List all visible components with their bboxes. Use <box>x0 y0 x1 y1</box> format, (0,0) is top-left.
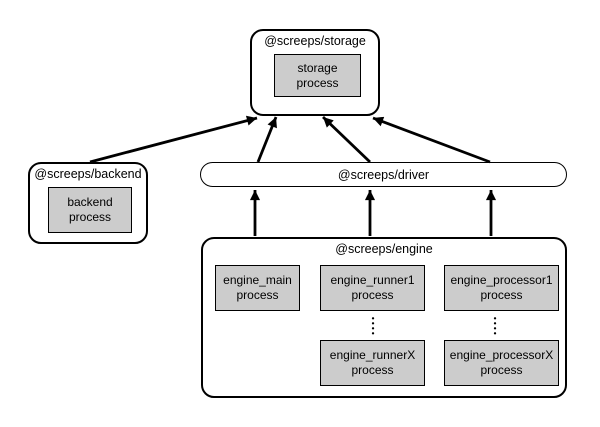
process-box-engine-runnerX: engine_runnerX process <box>320 340 425 386</box>
node-title-storage: @screeps/storage <box>264 34 366 48</box>
arrow-driver-middle-to-storage <box>322 115 371 164</box>
process-box-engine-processorX: engine_processorX process <box>444 340 559 386</box>
node-screeps-storage: @screeps/storage storage process <box>250 29 380 116</box>
process-box-storage: storage process <box>274 54 361 97</box>
node-screeps-engine: @screeps/engine engine_main process engi… <box>201 237 567 398</box>
node-title-engine: @screeps/engine <box>335 242 433 256</box>
process-box-backend: backend process <box>48 187 132 233</box>
process-box-engine-runner1: engine_runner1 process <box>320 265 425 311</box>
arrow-driver-left-to-storage <box>256 116 278 163</box>
node-title-backend: @screeps/backend <box>34 167 142 181</box>
node-screeps-driver: @screeps/driver <box>200 162 567 187</box>
arrow-backend-to-storage <box>89 115 258 164</box>
process-box-engine-processor1: engine_processor1 process <box>444 265 559 311</box>
node-screeps-backend: @screeps/backend backend process <box>28 162 148 244</box>
vertical-ellipsis-processor: • • • • <box>493 314 497 338</box>
node-title-driver: @screeps/driver <box>337 167 430 182</box>
vertical-ellipsis-runner: • • • • <box>371 314 375 338</box>
arrow-driver-right-to-storage <box>372 116 491 164</box>
process-box-engine-main: engine_main process <box>215 265 300 311</box>
